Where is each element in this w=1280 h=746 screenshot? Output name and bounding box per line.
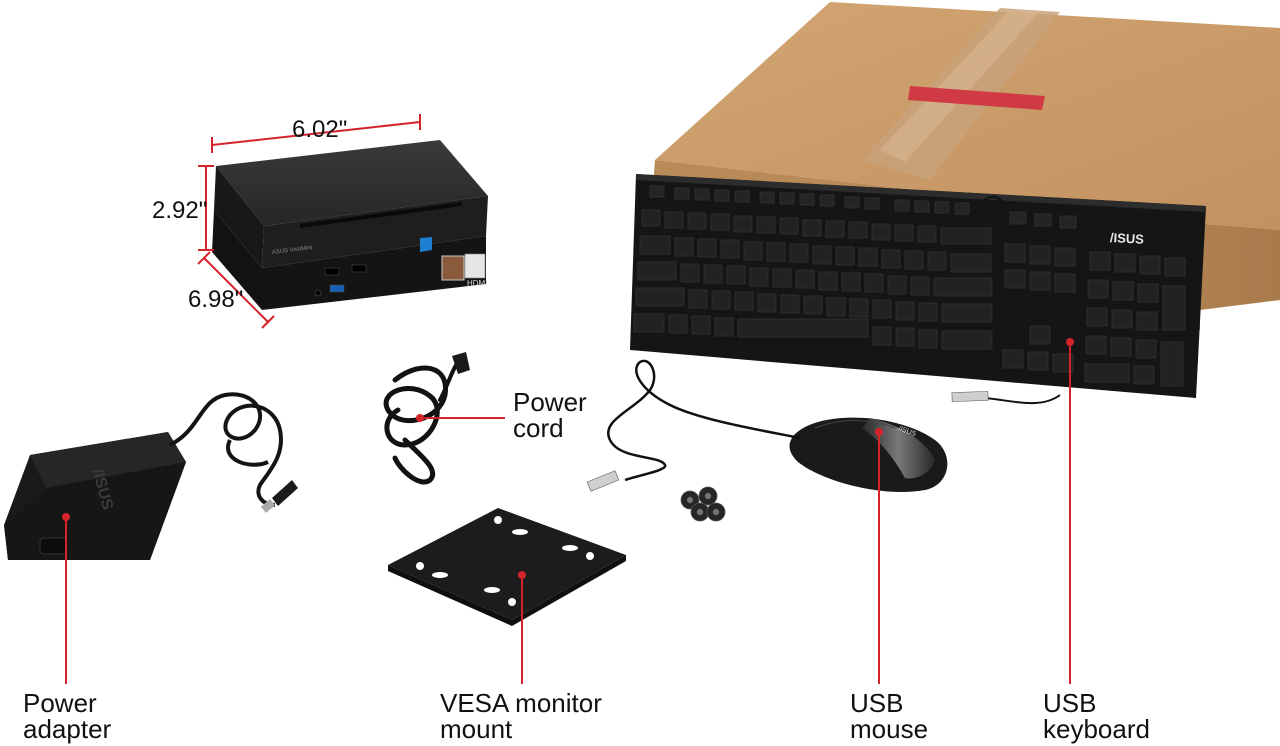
label-usb-mouse: USB mouse [850,690,928,742]
label-power-cord-line2: cord [513,413,564,443]
label-usb-keyboard-line2: keyboard [1043,714,1150,744]
label-usb-mouse-line1: USB [850,688,904,718]
mini-pc: HDMI ASUS VivoMini [212,140,488,310]
label-vesa-mount-line1: VESA monitor [440,688,602,718]
label-power-cord: Power cord [513,389,587,441]
pc-model-text: ASUS VivoMini [272,245,313,256]
usb-mouse: /ISUS [586,359,948,492]
dimension-width: 6.02" [292,116,348,143]
label-vesa-mount: VESA monitor mount [440,690,602,742]
label-usb-keyboard-line1: USB [1043,688,1097,718]
callout-lines [62,338,1074,684]
keyboard-logo: /ISUS [1110,230,1145,247]
power-cord [383,352,470,485]
label-power-cord-line1: Power [513,387,587,417]
hdmi-badge: HDMI [467,279,487,288]
label-usb-mouse-line2: mouse [850,714,929,744]
power-adapter: /ISUS [4,392,298,560]
label-power-adapter-line2: adapter [23,714,112,744]
label-usb-keyboard: USB keyboard [1043,690,1150,742]
label-vesa-mount-line2: mount [440,714,513,744]
label-power-adapter-line1: Power [23,688,97,718]
usb-keyboard: /ISUS [630,174,1206,405]
mounting-screws [680,486,726,522]
dimension-depth: 6.98" [188,286,244,313]
label-power-adapter: Power adapter [23,690,111,742]
vesa-mount-plate [388,508,626,626]
dimension-lines [197,114,421,329]
dimension-height: 2.92" [152,197,208,224]
